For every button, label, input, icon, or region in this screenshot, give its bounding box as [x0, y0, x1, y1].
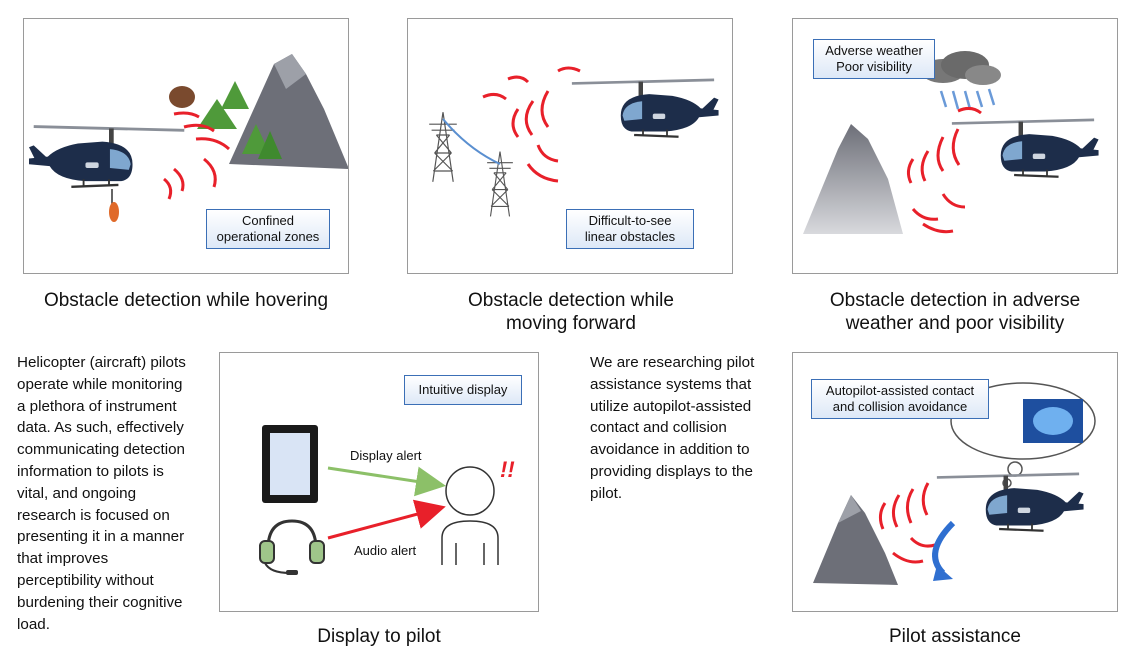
rain-icon	[939, 88, 996, 110]
text-line: that improves	[17, 550, 109, 568]
assist-tag-line2: and collision avoidance	[832, 399, 968, 414]
text-line: information to pilots is	[17, 462, 164, 480]
forward-tag-line2: linear obstacles	[584, 229, 676, 244]
hovering-tag-line2: operational zones	[216, 229, 320, 244]
pilot-icon	[441, 466, 499, 565]
text-line: We are researching pilot	[590, 354, 755, 371]
text-line: providing displays to the	[590, 462, 753, 480]
hovering-tag-line1: Confined	[241, 213, 295, 228]
hovering-illustration	[24, 54, 348, 222]
display-alert-arrow	[327, 466, 446, 497]
text-line: pilot.	[590, 484, 623, 502]
forward-illustration	[428, 66, 721, 218]
caption-forward: Obstacle detection while moving forward	[386, 289, 756, 335]
weather-tag-line1: Adverse weather	[825, 43, 923, 58]
headset-icon	[259, 519, 325, 575]
radar-waves	[163, 111, 231, 200]
text-line: assistance systems that	[590, 375, 752, 393]
text-line: research is focused on	[17, 506, 170, 524]
caption-weather-line1: Obstacle detection in adverse	[829, 290, 1081, 311]
weather-tag: Adverse weather Poor visibility	[813, 39, 935, 79]
caption-assist: Pilot assistance	[888, 626, 1021, 647]
text-line: utilize autopilot-assisted	[590, 397, 752, 415]
caption-forward-line2: moving forward	[506, 313, 636, 334]
description-middle: We are researching pilot assistance syste…	[590, 352, 790, 505]
text-line: avoidance in addition to	[590, 441, 750, 459]
display-tag: Intuitive display	[404, 375, 522, 405]
tablet-icon	[262, 425, 318, 503]
text-line: perceptibility without	[17, 571, 154, 589]
text-line: a plethora of instrument	[17, 397, 177, 415]
radar-waves	[878, 482, 936, 564]
text-line: data. As such, effectively	[17, 419, 184, 437]
radar-waves	[906, 106, 982, 234]
panel-weather: Adverse weather Poor visibility	[792, 18, 1118, 274]
description-left: Helicopter (aircraft) pilots operate whil…	[17, 352, 217, 635]
forward-tag-line1: Difficult-to-see	[588, 213, 672, 228]
text-line: presenting it in a manner	[17, 528, 185, 546]
turn-arrow-icon	[932, 520, 956, 576]
panel-hovering: Confined operational zones	[23, 18, 349, 274]
text-line: Helicopter (aircraft) pilots	[17, 354, 186, 371]
caption-display: Display to pilot	[317, 626, 441, 647]
radar-waves	[482, 66, 581, 183]
forward-tag: Difficult-to-see linear obstacles	[566, 209, 694, 249]
text-line: vital, and ongoing	[17, 484, 137, 502]
weather-tag-line2: Poor visibility	[836, 59, 912, 74]
weather-illustration	[803, 51, 1101, 234]
text-line: communicating detection	[17, 441, 185, 459]
assist-tag-line1: Autopilot-assisted contact	[825, 383, 975, 398]
text-line: operate while monitoring	[17, 375, 183, 393]
text-line: contact and collision	[590, 419, 727, 437]
caption-weather: Obstacle detection in adverse weather an…	[770, 289, 1135, 335]
panel-forward: Difficult-to-see linear obstacles	[407, 18, 733, 274]
hovering-tag: Confined operational zones	[206, 209, 330, 249]
caption-weather-line2: weather and poor visibility	[845, 313, 1065, 334]
text-line: load.	[17, 615, 50, 633]
caption-hovering: Obstacle detection while hovering	[43, 290, 329, 311]
text-line: burdening their cognitive	[17, 593, 183, 611]
audio-alert-arrow	[327, 499, 446, 540]
caption-forward-line1: Obstacle detection while	[468, 290, 674, 311]
panel-assist: Autopilot-assisted contact and collision…	[792, 352, 1118, 612]
display-illustration	[259, 425, 499, 575]
exclamation-icon: !!	[500, 457, 515, 482]
panel-display: Intuitive display Display alert Audio al…	[219, 352, 539, 612]
audio-alert-label: Audio alert	[354, 543, 417, 558]
display-alert-label: Display alert	[350, 448, 422, 463]
assist-tag: Autopilot-assisted contact and collision…	[811, 379, 989, 419]
